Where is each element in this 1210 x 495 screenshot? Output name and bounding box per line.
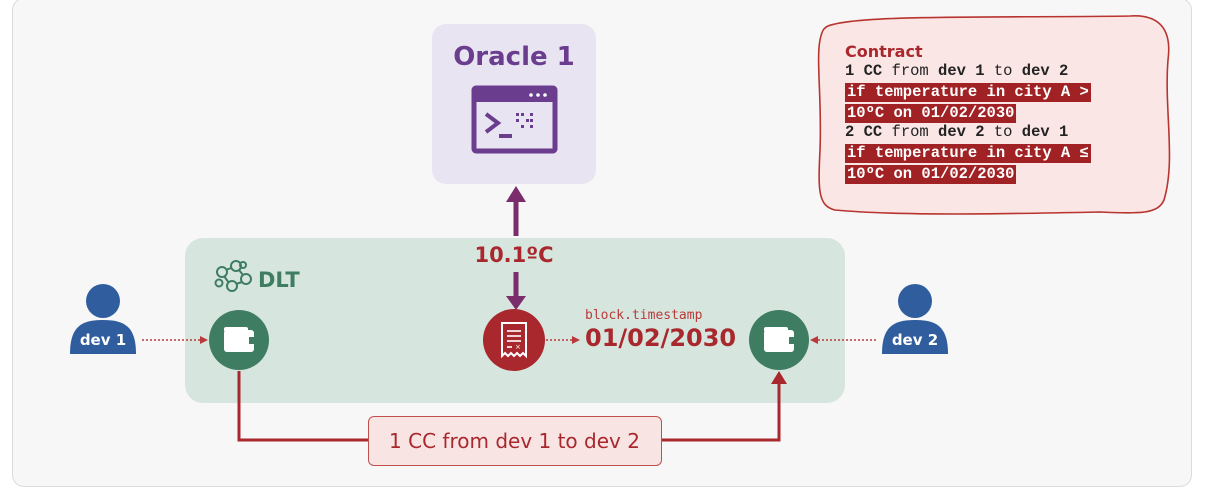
contract-rule-1: 1 CC from dev 1 to dev 2 (845, 62, 1069, 80)
contract-title: Contract (845, 42, 923, 61)
wallet-icon-dev2 (749, 310, 809, 370)
arrow-to-block (506, 272, 526, 310)
wallet-icon-dev1 (209, 310, 269, 370)
transfer-box: 1 CC from dev 1 to dev 2 (368, 416, 662, 466)
contract-condition-1-line1: if temperature in city A > (845, 83, 1091, 102)
block-timestamp-date: 01/02/2030 (585, 324, 737, 352)
dev2-label: dev 2 (891, 331, 939, 349)
dev2-wallet-link (810, 336, 876, 344)
block-date-link (546, 336, 580, 344)
arrow-to-oracle (506, 186, 526, 236)
oracle-title: Oracle 1 (453, 42, 575, 72)
network-icon (214, 260, 252, 292)
oracle-box: Oracle 1 (432, 24, 596, 184)
transfer-label: 1 CC from dev 1 to dev 2 (389, 429, 640, 453)
contract-condition-2-line1: if temperature in city A ≤ (845, 144, 1091, 163)
contract-rule-2: 2 CC from dev 2 to dev 1 (845, 123, 1069, 141)
dev2-user-icon (882, 284, 948, 354)
contract-condition-2-line2: 10ºC on 01/02/2030 (845, 165, 1017, 184)
contract-condition-1-line2: 10ºC on 01/02/2030 (845, 104, 1017, 123)
dev1-user-icon (70, 284, 136, 354)
receipt-icon: × (483, 309, 545, 371)
contract-panel: Contract 1 CC from dev 1 to dev 2 if tem… (845, 42, 1165, 184)
dlt-label: DLT (258, 268, 300, 292)
svg-text:×: × (515, 343, 521, 351)
terminal-icon (471, 85, 558, 154)
block-timestamp-code: block.timestamp (585, 308, 703, 323)
dev1-wallet-link (142, 336, 208, 344)
dev1-label: dev 1 (79, 331, 127, 349)
temperature-reading: 10.1ºC (474, 243, 554, 267)
transfer-arrow (237, 371, 787, 442)
